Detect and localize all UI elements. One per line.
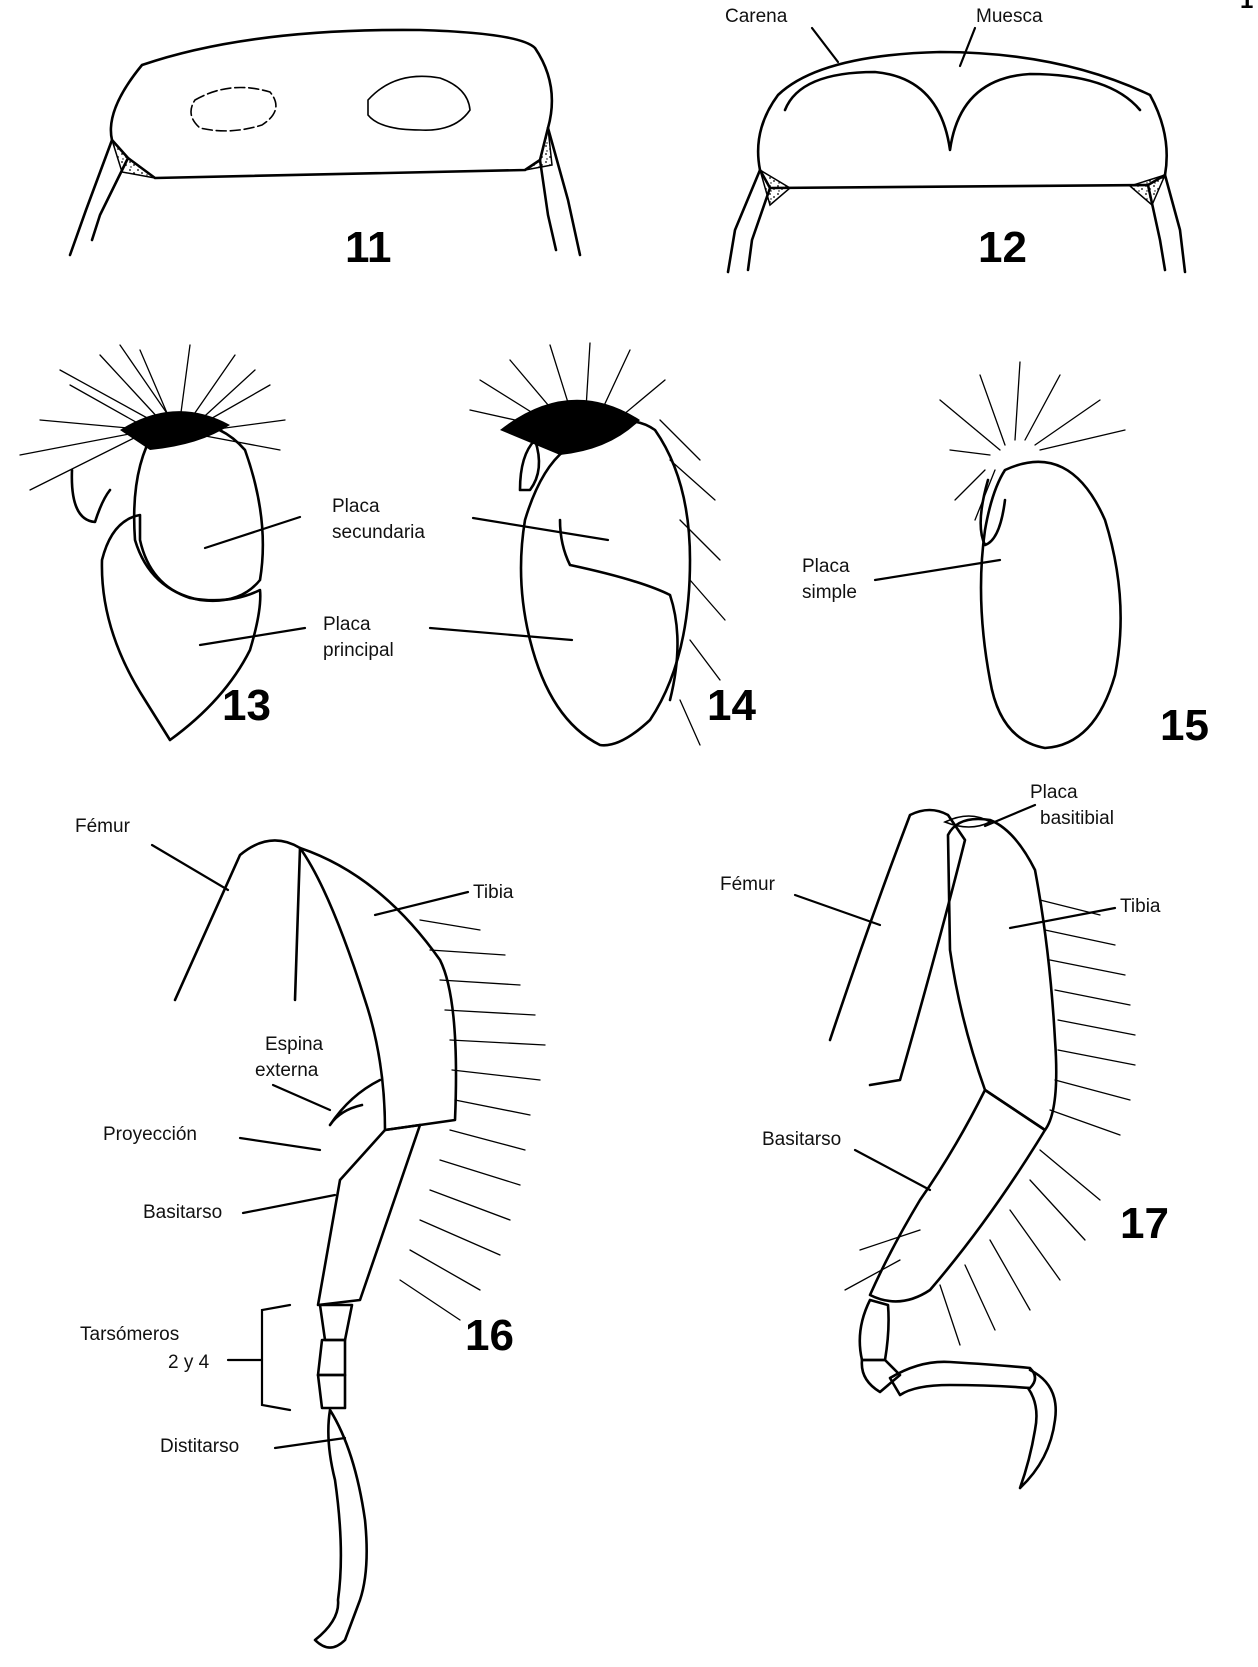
label-placa-basitibial-1: Placa [1030,782,1078,803]
hair-tuft-14 [470,343,725,745]
hair-tuft-15 [940,362,1125,520]
figure-13: 13 [20,345,305,740]
label-tarsomeros: Tarsómeros [80,1324,179,1345]
label-placa-secundaria-2: secundaria [332,522,425,543]
label-tarsomeros-range: 2 y 4 [168,1352,210,1373]
label-distitarso: Distitarso [160,1436,239,1457]
figure-15: Placa simple 15 [802,362,1209,750]
label-placa-basitibial-2: basitibial [1040,808,1114,829]
figure-16: Fémur Tibia Espina externa Proyección Ba… [75,816,545,1648]
label-espina-externa-2: externa [255,1060,319,1081]
label-femur-17: Fémur [720,874,776,895]
figure-16-number: 16 [465,1311,514,1360]
label-placa-simple-2: simple [802,582,857,603]
label-placa-principal-2: principal [323,640,394,661]
corner-mark: 1 [1240,0,1253,14]
label-basitarso-17: Basitarso [762,1129,841,1150]
label-carena: Carena [725,6,788,27]
label-placa-secundaria-1: Placa [332,496,380,517]
figure-13-number: 13 [222,681,271,730]
figure-12-number: 12 [978,223,1027,272]
figure-14-number: 14 [707,681,756,730]
label-placa-simple-1: Placa [802,556,850,577]
hair-tuft-13 [20,345,285,490]
figure-11-number: 11 [345,223,392,272]
label-proyeccion: Proyección [103,1124,197,1145]
label-placa-principal-1: Placa [323,614,371,635]
label-muesca: Muesca [976,6,1043,27]
figure-15-number: 15 [1160,701,1209,750]
basitarso-hairs-17 [845,1150,1100,1345]
figure-17: Placa basitibial Fémur Tibia Basitarso 1… [720,782,1169,1488]
figure-12: Carena Muesca 12 [725,6,1185,272]
label-tibia-17: Tibia [1120,896,1161,917]
label-tibia-16: Tibia [473,882,514,903]
tibia-hairs-16 [400,920,545,1320]
figure-14: 14 [430,343,756,745]
figure-11: 11 [70,30,580,272]
figure-17-number: 17 [1120,1199,1169,1248]
label-femur-16: Fémur [75,816,131,837]
label-basitarso-16: Basitarso [143,1202,222,1223]
label-espina-externa-1: Espina [265,1034,324,1055]
